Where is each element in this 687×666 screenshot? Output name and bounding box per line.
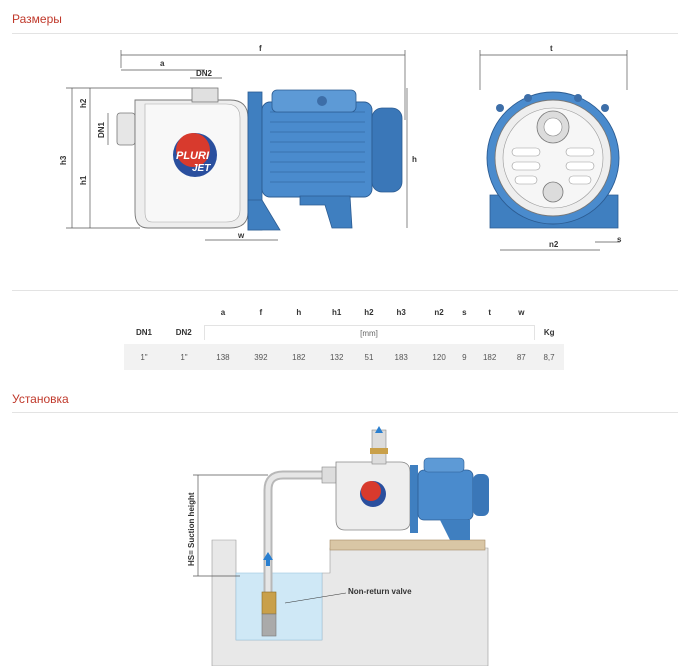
installation-divider (12, 412, 678, 413)
col-header: h2 (364, 307, 374, 317)
col-header: f (259, 307, 263, 317)
cell-w: 87 (508, 344, 534, 370)
cell-dn2: 1" (164, 344, 204, 370)
cell-h2: 51 (355, 344, 383, 370)
dim-label-h2: h2 (79, 98, 88, 108)
cell-h: 182 (279, 344, 318, 370)
col-header: h3 (396, 307, 406, 317)
non-return-valve-label: Non-return valve (348, 587, 412, 596)
dim-label-h1: h1 (79, 175, 88, 185)
dim-label-f: f (259, 44, 262, 53)
col-header: n2 (434, 307, 444, 317)
col-header: a (220, 307, 226, 317)
dim-label-t: t (550, 44, 553, 53)
col-header-kg: Kg (543, 328, 555, 338)
cell-dn1: 1" (124, 344, 164, 370)
svg-text:PLURI: PLURI (176, 150, 210, 162)
dim-label-w: w (237, 231, 245, 240)
cell-kg: 8,7 (534, 344, 564, 370)
cell-n2: 120 (420, 344, 459, 370)
col-header: h (296, 307, 302, 317)
dimensions-divider (12, 33, 678, 34)
plurijet-logo: PLURI JET (173, 133, 217, 177)
col-header-dn2: DN2 (175, 328, 192, 338)
svg-text:JET: JET (192, 163, 211, 174)
cell-t: 182 (470, 344, 509, 370)
col-header: h1 (332, 307, 342, 317)
dim-label-dn2: DN2 (196, 69, 213, 78)
cell-h3: 183 (382, 344, 421, 370)
col-header: t (488, 307, 491, 317)
pump-side-view-drawing: f a DN2 h3 h2 h1 DN1 h w PLURI JET (59, 44, 417, 241)
installation-title: Установка (12, 392, 69, 406)
unit-label: [mm] (203, 325, 535, 340)
table-row: 1" 1" 138 392 182 132 51 183 120 9 182 8… (124, 344, 564, 370)
col-header: s (462, 307, 467, 317)
dim-label-n2: n2 (549, 240, 559, 249)
cell-s: 9 (458, 344, 471, 370)
dim-label-h3: h3 (59, 155, 68, 165)
table-header-row: a f h h1 h2 h3 n2 s t w (124, 305, 564, 319)
pump-front-view-drawing: t n2 s (479, 44, 628, 251)
dim-label-a: a (160, 59, 165, 68)
cell-f: 392 (241, 344, 280, 370)
dim-label-h: h (412, 155, 417, 164)
table-subheader-row: DN1 DN2 [mm] Kg (124, 325, 564, 340)
dim-label-s: s (617, 235, 622, 244)
col-header-dn1: DN1 (135, 328, 152, 338)
cell-a: 138 (204, 344, 242, 370)
cell-h1: 132 (317, 344, 356, 370)
dimensions-table: a f h h1 h2 h3 n2 s t w DN1 DN2 [mm] Kg … (124, 305, 564, 370)
dim-label-dn1: DN1 (97, 121, 106, 138)
suction-height-label: HS= Suction height (187, 492, 196, 566)
col-header: w (518, 307, 525, 317)
dimensions-title: Размеры (12, 12, 62, 26)
table-top-divider (12, 290, 678, 291)
